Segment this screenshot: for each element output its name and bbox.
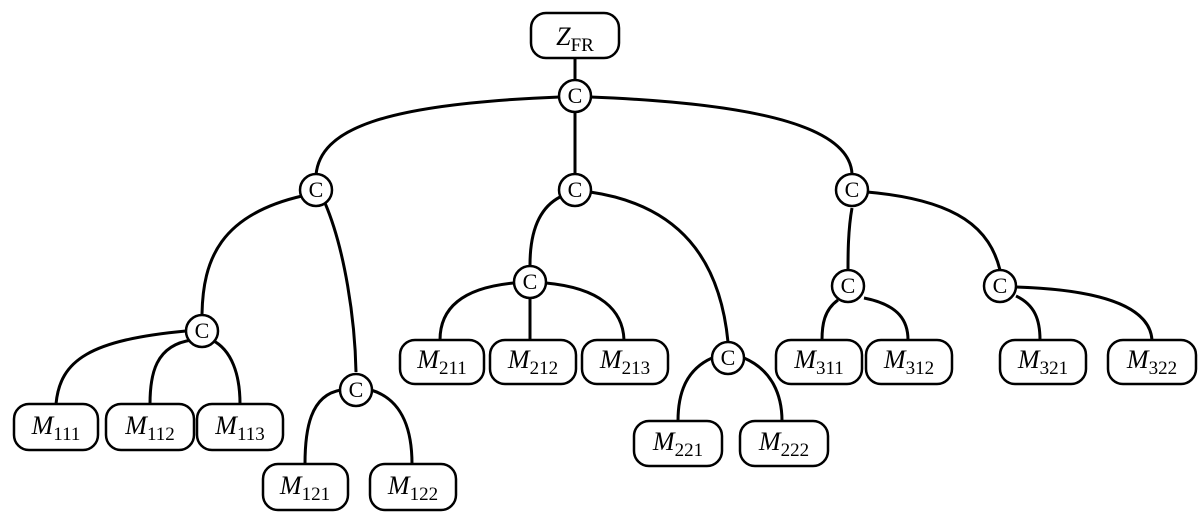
edge-c12-m122 <box>370 388 414 465</box>
edge-c12-m121 <box>303 388 342 465</box>
svg-text:M111: M111 <box>31 411 81 445</box>
svg-text:M311: M311 <box>793 345 843 379</box>
leaf-node: M112 <box>104 402 196 452</box>
leaf-node: M212 <box>488 338 578 386</box>
leaf-node: M122 <box>368 462 458 512</box>
svg-text:M113: M113 <box>214 411 264 445</box>
connector-node: C <box>298 172 334 208</box>
svg-text:M121: M121 <box>279 471 330 505</box>
edge-c22-m222 <box>743 356 784 422</box>
connector-node: C <box>184 313 220 349</box>
connector-node: C <box>338 372 374 408</box>
svg-text:C: C <box>841 273 856 298</box>
edge-c32-m321 <box>1015 294 1042 341</box>
svg-text:C: C <box>523 269 538 294</box>
edge-c11-m113 <box>211 338 242 405</box>
leaf-node: M213 <box>580 338 670 386</box>
edge-c2-c22 <box>589 190 730 343</box>
edge-c2-c21 <box>528 195 561 266</box>
svg-text:M321: M321 <box>1017 345 1068 379</box>
connector-nodes: C C C C C C C C C C <box>184 78 1018 408</box>
edge-c31-m311 <box>820 298 839 341</box>
root-node: ZFR <box>529 11 621 60</box>
edge-c21-m213 <box>545 281 626 341</box>
edge-c0-c3 <box>589 95 854 175</box>
edge-c11-m112 <box>148 338 193 405</box>
connector-node: C <box>557 78 593 114</box>
leaf-node: M111 <box>12 402 100 452</box>
svg-text:M221: M221 <box>652 427 703 461</box>
leaf-node: M211 <box>398 338 486 386</box>
edge-c3-c32 <box>866 190 1002 271</box>
leaf-nodes: M111 M112 M113 M121 M122 M211 M212 M213 <box>12 338 1198 512</box>
edge-c22-m221 <box>676 356 713 422</box>
edge-c0-c1 <box>314 95 561 176</box>
leaf-node: M311 <box>774 338 864 386</box>
diagram-edges <box>54 58 1154 465</box>
edge-c11-m111 <box>54 329 187 405</box>
connector-node: C <box>557 172 593 208</box>
connector-node: C <box>512 264 548 300</box>
svg-text:M122: M122 <box>387 471 438 505</box>
edge-c32-m322 <box>1015 285 1154 341</box>
svg-text:C: C <box>568 177 583 202</box>
connector-node: C <box>982 268 1018 304</box>
svg-text:M312: M312 <box>883 345 934 379</box>
root-node-box <box>529 11 621 60</box>
edge-c3-c31 <box>846 207 854 271</box>
edge-c1-c12 <box>323 202 358 373</box>
leaf-node: M321 <box>998 338 1088 386</box>
svg-text:M112: M112 <box>124 411 174 445</box>
svg-text:C: C <box>721 345 736 370</box>
edge-c31-m312 <box>863 296 910 341</box>
leaf-node: M221 <box>632 419 724 468</box>
svg-text:M211: M211 <box>416 345 466 379</box>
svg-text:M212: M212 <box>507 345 558 379</box>
svg-text:C: C <box>568 83 583 108</box>
svg-text:C: C <box>349 377 364 402</box>
svg-text:C: C <box>309 177 324 202</box>
svg-text:M322: M322 <box>1126 345 1177 379</box>
leaf-node: M322 <box>1106 338 1198 386</box>
svg-text:M222: M222 <box>758 427 809 461</box>
leaf-node: M121 <box>261 462 350 512</box>
edge-c21-m211 <box>438 281 515 341</box>
svg-text:C: C <box>845 177 860 202</box>
root-node-label: ZFR <box>556 22 594 56</box>
svg-text:M213: M213 <box>599 345 650 379</box>
leaf-node: M113 <box>195 402 285 452</box>
connector-node: C <box>834 172 870 208</box>
svg-text:C: C <box>195 318 210 343</box>
svg-text:C: C <box>993 273 1008 298</box>
leaf-node: M222 <box>738 419 830 468</box>
edge-c1-c11 <box>200 194 303 315</box>
connector-node: C <box>830 268 866 304</box>
leaf-node: M312 <box>864 338 954 386</box>
connector-node: C <box>710 340 746 376</box>
